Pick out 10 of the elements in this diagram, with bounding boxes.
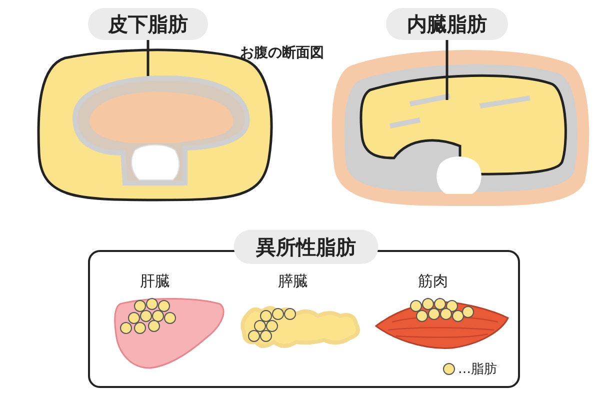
leader-line: [446, 40, 448, 100]
label-pill: 内臓脂肪: [386, 8, 508, 40]
organ-label: 膵臓: [278, 272, 308, 291]
organ-label: 肝臓: [140, 272, 170, 291]
legend-text: …脂肪: [458, 361, 497, 378]
label-pill: 皮下脂肪: [88, 8, 208, 40]
leader-line: [146, 40, 150, 76]
frame-heading: 異所性脂肪: [234, 230, 378, 264]
diagram-title: お腹の断面図: [240, 44, 324, 62]
organ-label: 筋肉: [418, 272, 448, 291]
